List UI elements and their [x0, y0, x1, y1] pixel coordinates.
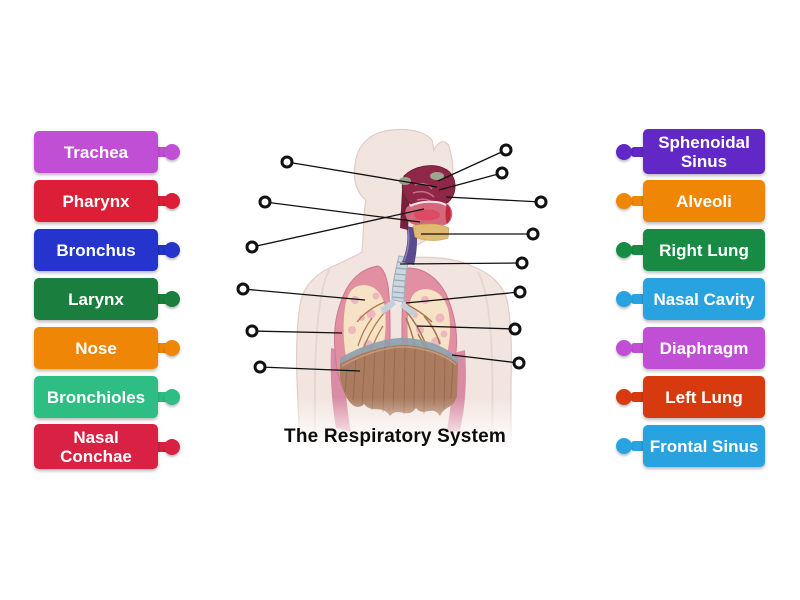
- label-text: Nasal Cavity: [643, 278, 765, 320]
- label-text: Right Lung: [643, 229, 765, 271]
- connector-stem: [156, 392, 170, 402]
- label-frontal-sinus[interactable]: Frontal Sinus: [616, 425, 765, 467]
- pointer-line: [437, 149, 507, 182]
- label-text: Bronchioles: [34, 376, 158, 418]
- answer-marker[interactable]: [499, 143, 513, 157]
- connector-dot: [616, 143, 632, 160]
- label-nose[interactable]: Nose: [34, 327, 180, 369]
- pointer-line: [264, 201, 421, 223]
- label-sphenoidal-sinus[interactable]: Sphenoidal Sinus: [616, 129, 765, 174]
- connector-dot: [616, 291, 632, 307]
- connector-dot: [616, 242, 632, 258]
- pointer-line: [438, 172, 503, 191]
- connector-dot: [164, 144, 180, 160]
- answer-marker[interactable]: [253, 360, 267, 374]
- label-pharynx[interactable]: Pharynx: [34, 180, 180, 222]
- label-text: Frontal Sinus: [643, 425, 765, 467]
- answer-marker[interactable]: [280, 155, 294, 169]
- connector-dot: [164, 438, 180, 455]
- connector-stem: [156, 441, 170, 452]
- connector-stem: [156, 245, 170, 255]
- answer-marker[interactable]: [245, 240, 259, 254]
- answer-marker[interactable]: [258, 195, 272, 209]
- marker-layer: [236, 143, 548, 374]
- label-text: Sphenoidal Sinus: [643, 129, 765, 174]
- label-nasal-cavity[interactable]: Nasal Cavity: [616, 278, 765, 320]
- label-text: Larynx: [34, 278, 158, 320]
- answer-marker[interactable]: [515, 256, 529, 270]
- answer-marker[interactable]: [513, 285, 527, 299]
- label-right-lung[interactable]: Right Lung: [616, 229, 765, 271]
- label-bronchus[interactable]: Bronchus: [34, 229, 180, 271]
- pointer-line: [286, 161, 438, 188]
- label-alveoli[interactable]: Alveoli: [616, 180, 765, 222]
- label-text: Nasal Conchae: [34, 424, 158, 469]
- connector-dot: [164, 291, 180, 307]
- answer-marker[interactable]: [245, 324, 259, 338]
- trachea: [380, 255, 417, 317]
- answer-marker[interactable]: [495, 166, 509, 180]
- connector-stem: [631, 196, 645, 206]
- label-trachea[interactable]: Trachea: [34, 131, 180, 173]
- pointer-line: [451, 354, 520, 364]
- connector-stem: [156, 196, 170, 206]
- connector-stem: [631, 441, 645, 451]
- label-text: Alveoli: [643, 180, 765, 222]
- connector-dot: [164, 193, 180, 209]
- answer-marker[interactable]: [534, 195, 548, 209]
- pointer-line: [242, 288, 366, 301]
- pointer-line: [405, 291, 521, 304]
- label-text: Trachea: [34, 131, 158, 173]
- connector-stem: [631, 245, 645, 255]
- connector-dot: [164, 242, 180, 258]
- connector-dot: [164, 389, 180, 405]
- head-anatomy: [399, 165, 456, 241]
- label-text: Diaphragm: [643, 327, 765, 369]
- connector-stem: [156, 294, 170, 304]
- connector-dot: [616, 389, 632, 405]
- connector-stem: [631, 146, 645, 157]
- label-text: Left Lung: [643, 376, 765, 418]
- connector-dot: [616, 438, 632, 454]
- label-text: Pharynx: [34, 180, 158, 222]
- pointer-line: [416, 325, 516, 330]
- answer-marker[interactable]: [236, 282, 250, 296]
- connector-stem: [631, 294, 645, 304]
- answer-marker[interactable]: [526, 227, 540, 241]
- connector-dot: [164, 340, 180, 356]
- connector-stem: [631, 343, 645, 353]
- answer-marker[interactable]: [512, 356, 526, 370]
- pointer-line: [259, 366, 361, 372]
- diagram-title: The Respiratory System: [284, 426, 506, 447]
- pointer-line: [251, 330, 343, 334]
- connector-dot: [616, 193, 632, 209]
- connector-dot: [616, 340, 632, 356]
- connector-stem: [156, 343, 170, 353]
- pointer-line: [445, 196, 542, 203]
- label-left-lung[interactable]: Left Lung: [616, 376, 765, 418]
- pointer-line: [251, 208, 425, 248]
- label-text: Bronchus: [34, 229, 158, 271]
- pointer-line: [399, 262, 523, 265]
- label-bronchioles[interactable]: Bronchioles: [34, 376, 180, 418]
- label-larynx[interactable]: Larynx: [34, 278, 180, 320]
- label-diaphragm[interactable]: Diaphragm: [616, 327, 765, 369]
- label-nasal-conchae[interactable]: Nasal Conchae: [34, 424, 180, 469]
- answer-marker[interactable]: [508, 322, 522, 336]
- connector-stem: [631, 392, 645, 402]
- connector-stem: [156, 147, 170, 157]
- label-text: Nose: [34, 327, 158, 369]
